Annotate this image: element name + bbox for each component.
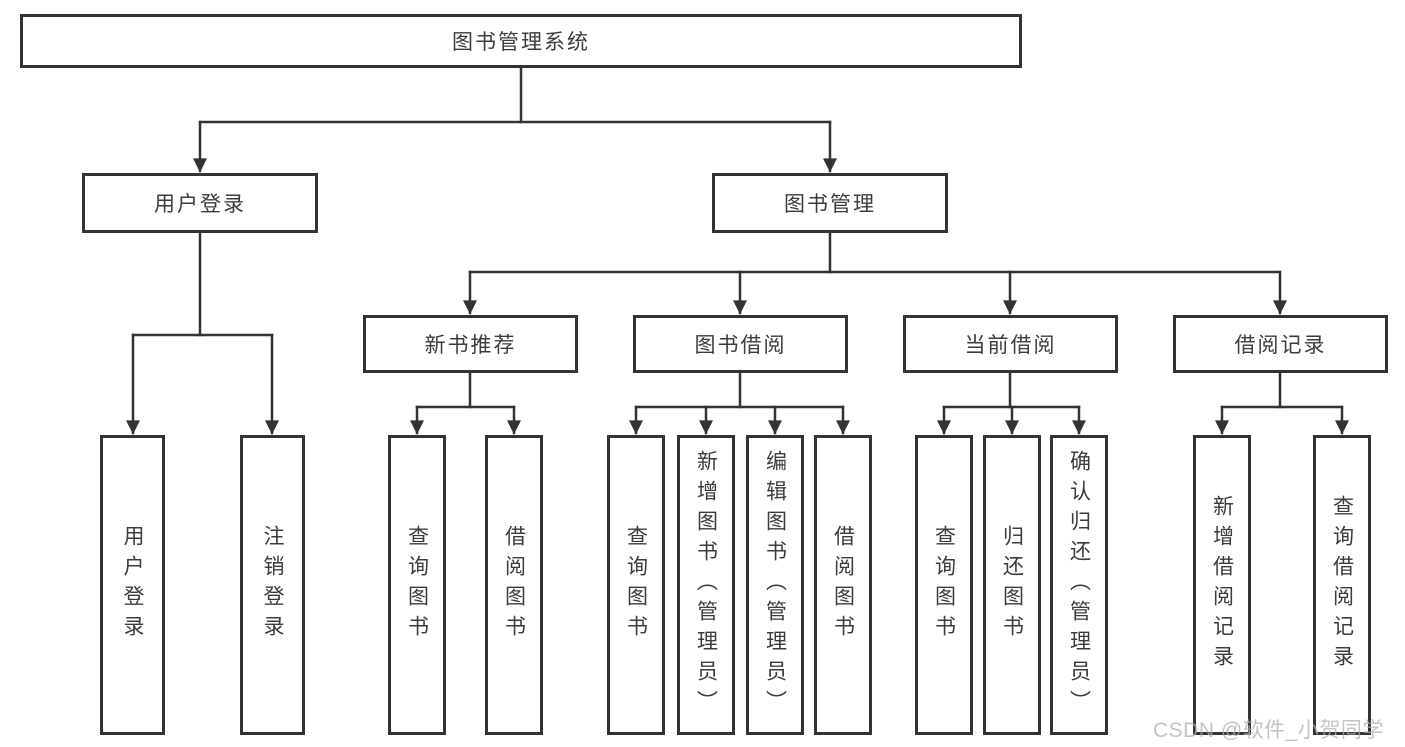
node-logout-leaf: 注销登录 [240,435,305,735]
node-borrowing-records: 借阅记录 [1173,315,1388,373]
node-label: 图书管理系统 [452,31,590,54]
node-label: 查询借阅记录 [1330,495,1354,675]
node-book-management: 图书管理 [712,173,948,233]
node-label: 借阅图书 [502,525,526,645]
node-label: 编辑图书（管理员） [763,450,787,720]
node-book-borrowing: 图书借阅 [633,315,848,373]
node-label: 当前借阅 [964,334,1057,357]
connector-new-book-recommendation-to-leaves [410,371,521,435]
node-borrow-books-newbooks: 借阅图书 [485,435,543,735]
node-current-borrowing: 当前借阅 [903,315,1118,373]
node-label: 确认归还（管理员） [1067,450,1091,720]
node-query-books-current: 查询图书 [915,435,973,735]
connector-borrowing-records-to-leaves [1215,371,1349,435]
node-new-book-recommendation: 新书推荐 [363,315,578,373]
node-query-borrow-record: 查询借阅记录 [1313,435,1371,735]
csdn-watermark: CSDN @软件_小贺同学 [1153,719,1384,742]
connector-root-to-level2 [193,66,837,173]
node-library-management-system: 图书管理系统 [20,14,1022,68]
node-label: 借阅图书 [831,525,855,645]
node-label: 借阅记录 [1234,334,1327,357]
node-query-books-borrowing: 查询图书 [607,435,665,735]
node-label: 图书借阅 [694,334,787,357]
node-user-login-branch: 用户登录 [82,173,318,233]
node-label: 新增图书（管理员） [694,450,718,720]
node-user-login-leaf: 用户登录 [100,435,165,735]
node-query-books-newbooks: 查询图书 [388,435,446,735]
node-label: 新书推荐 [424,334,517,357]
node-label: 用户登录 [121,525,144,645]
node-label: 查询图书 [624,525,648,645]
connector-user-login-to-leaves [126,231,279,435]
node-confirm-return-admin: 确认归还（管理员） [1050,435,1108,735]
node-add-books-admin: 新增图书（管理员） [677,435,735,735]
node-label: 用户登录 [154,193,246,216]
node-label: 查询图书 [932,525,956,645]
node-edit-books-admin: 编辑图书（管理员） [746,435,804,735]
node-label: 图书管理 [784,193,876,216]
connector-book-borrowing-to-leaves [629,371,850,435]
node-label: 新增借阅记录 [1210,495,1234,675]
node-return-books: 归还图书 [983,435,1041,735]
connector-book-management-to-level3 [463,231,1287,315]
node-label: 注销登录 [261,525,284,645]
connector-current-borrowing-to-leaves [937,371,1086,435]
node-add-borrow-record: 新增借阅记录 [1193,435,1251,735]
node-label: 归还图书 [1000,525,1024,645]
node-borrow-books-borrowing: 借阅图书 [814,435,872,735]
node-label: 查询图书 [405,525,429,645]
